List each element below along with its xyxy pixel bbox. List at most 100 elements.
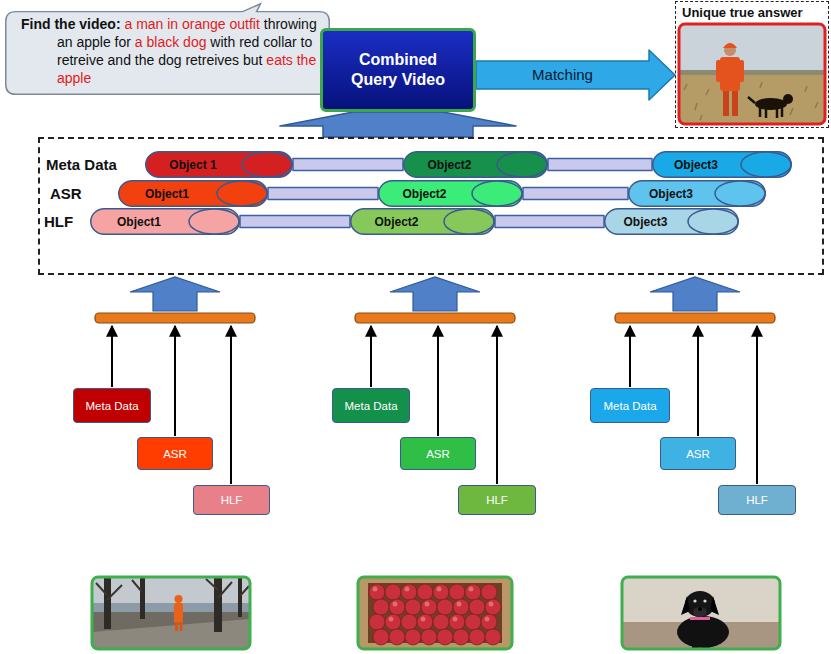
apple-photo (389, 599, 405, 615)
up-arrow (390, 277, 480, 311)
capsule-shape (378, 180, 523, 207)
answer-photo (739, 60, 744, 82)
dog-photo (692, 634, 698, 649)
row-label-holder: Meta Data (46, 151, 117, 178)
merge-arrow (280, 112, 516, 137)
object-label: Object3 (674, 158, 718, 172)
bubble-outline (6, 4, 330, 95)
link-bar (240, 216, 350, 228)
apple-photo (417, 614, 433, 630)
apple-photo (449, 614, 465, 630)
apple-photo (465, 584, 481, 600)
apple-photo (453, 629, 469, 645)
object-capsule: Object3 (628, 180, 766, 207)
query-text: a man in orange outfit (124, 16, 259, 32)
apple-photo (389, 617, 394, 622)
capsule-cap (497, 152, 547, 177)
link-bar (495, 216, 604, 228)
apple-photo (433, 614, 449, 630)
row-label: ASR (50, 185, 82, 202)
query-text-block: Find the video: a man in orange outfit t… (5, 3, 330, 93)
park-photo (175, 595, 183, 603)
apple-photo (385, 584, 401, 600)
answer-photo (723, 88, 729, 116)
apple-photo (453, 599, 469, 615)
feature-arrow (629, 326, 631, 387)
row-label-holder: HLF (44, 208, 73, 235)
feature-label: HLF (746, 494, 768, 506)
answer-photo (684, 82, 818, 120)
object-label-holder: Object3 (604, 208, 687, 235)
feature-box: HLF (458, 485, 536, 515)
up-arrow (130, 277, 740, 311)
capsule-shape (90, 208, 240, 235)
feature-label: ASR (163, 448, 187, 460)
apple-photo (369, 614, 385, 630)
object-capsule: Object3 (652, 151, 792, 178)
apple-photo (417, 584, 433, 600)
park-photo (180, 622, 183, 631)
object-capsule: Object2 (350, 208, 495, 235)
capsule-shape (145, 151, 293, 178)
dog-photo (703, 599, 706, 602)
apple-photo (373, 629, 389, 645)
apple-photo (358, 577, 512, 649)
park-photo (214, 577, 222, 632)
apple-photo (433, 584, 449, 600)
object-capsule: Object3 (604, 208, 739, 235)
object-capsule: Object1 (118, 180, 268, 207)
feature-box: ASR (660, 437, 736, 470)
park-photo (104, 577, 111, 629)
object-label: Object 1 (169, 158, 216, 172)
feature-arrow (370, 326, 372, 387)
feature-arrow (697, 326, 699, 436)
capsule-body (91, 209, 240, 235)
capsule-body (629, 181, 766, 207)
park-photo (92, 577, 250, 649)
row-label: Meta Data (46, 156, 117, 173)
feature-label: HLF (221, 494, 243, 506)
answer-photo (716, 60, 721, 82)
photo-frame (92, 577, 250, 649)
apple-photo (485, 599, 501, 615)
object-capsule: Object2 (378, 180, 523, 207)
object-capsule: Object1 (90, 208, 240, 235)
apple-photo (457, 602, 462, 607)
object-label-holder: Object 1 (145, 151, 241, 178)
link-bar (548, 159, 652, 171)
object-label: Object2 (427, 158, 471, 172)
apple-photo (437, 629, 453, 645)
dog-photo (622, 577, 780, 649)
apple-photo (449, 584, 465, 600)
feature-box: Meta Data (590, 388, 670, 423)
photo-frame (622, 577, 780, 649)
capsule-cap (444, 209, 494, 234)
feature-arrow (437, 326, 439, 436)
capsule-cap (242, 152, 292, 177)
link-bar (293, 159, 403, 171)
apple-photo (469, 629, 485, 645)
capsule-body (605, 209, 739, 235)
apple-photo (437, 599, 453, 615)
object-label-holder: Object2 (350, 208, 443, 235)
apple-photo (373, 587, 378, 592)
answer-photo (679, 24, 825, 124)
apple-photo (469, 599, 485, 615)
object-label: Object2 (402, 187, 446, 201)
feature-label: Meta Data (344, 400, 397, 412)
dog-photo (690, 617, 710, 620)
dog-photo (677, 616, 729, 648)
apple-photo (481, 614, 497, 630)
answer-photo (720, 57, 740, 91)
photo-frame (358, 577, 512, 649)
apple-photo (453, 617, 458, 622)
apple-photo (421, 617, 426, 622)
answer-photo (783, 94, 793, 104)
capsule-body (119, 181, 268, 207)
feature-arrow (112, 326, 757, 484)
dog-photo (693, 599, 696, 602)
fusion-bar (95, 313, 255, 323)
dog-photo (622, 577, 780, 649)
feature-box: Meta Data (332, 388, 410, 423)
